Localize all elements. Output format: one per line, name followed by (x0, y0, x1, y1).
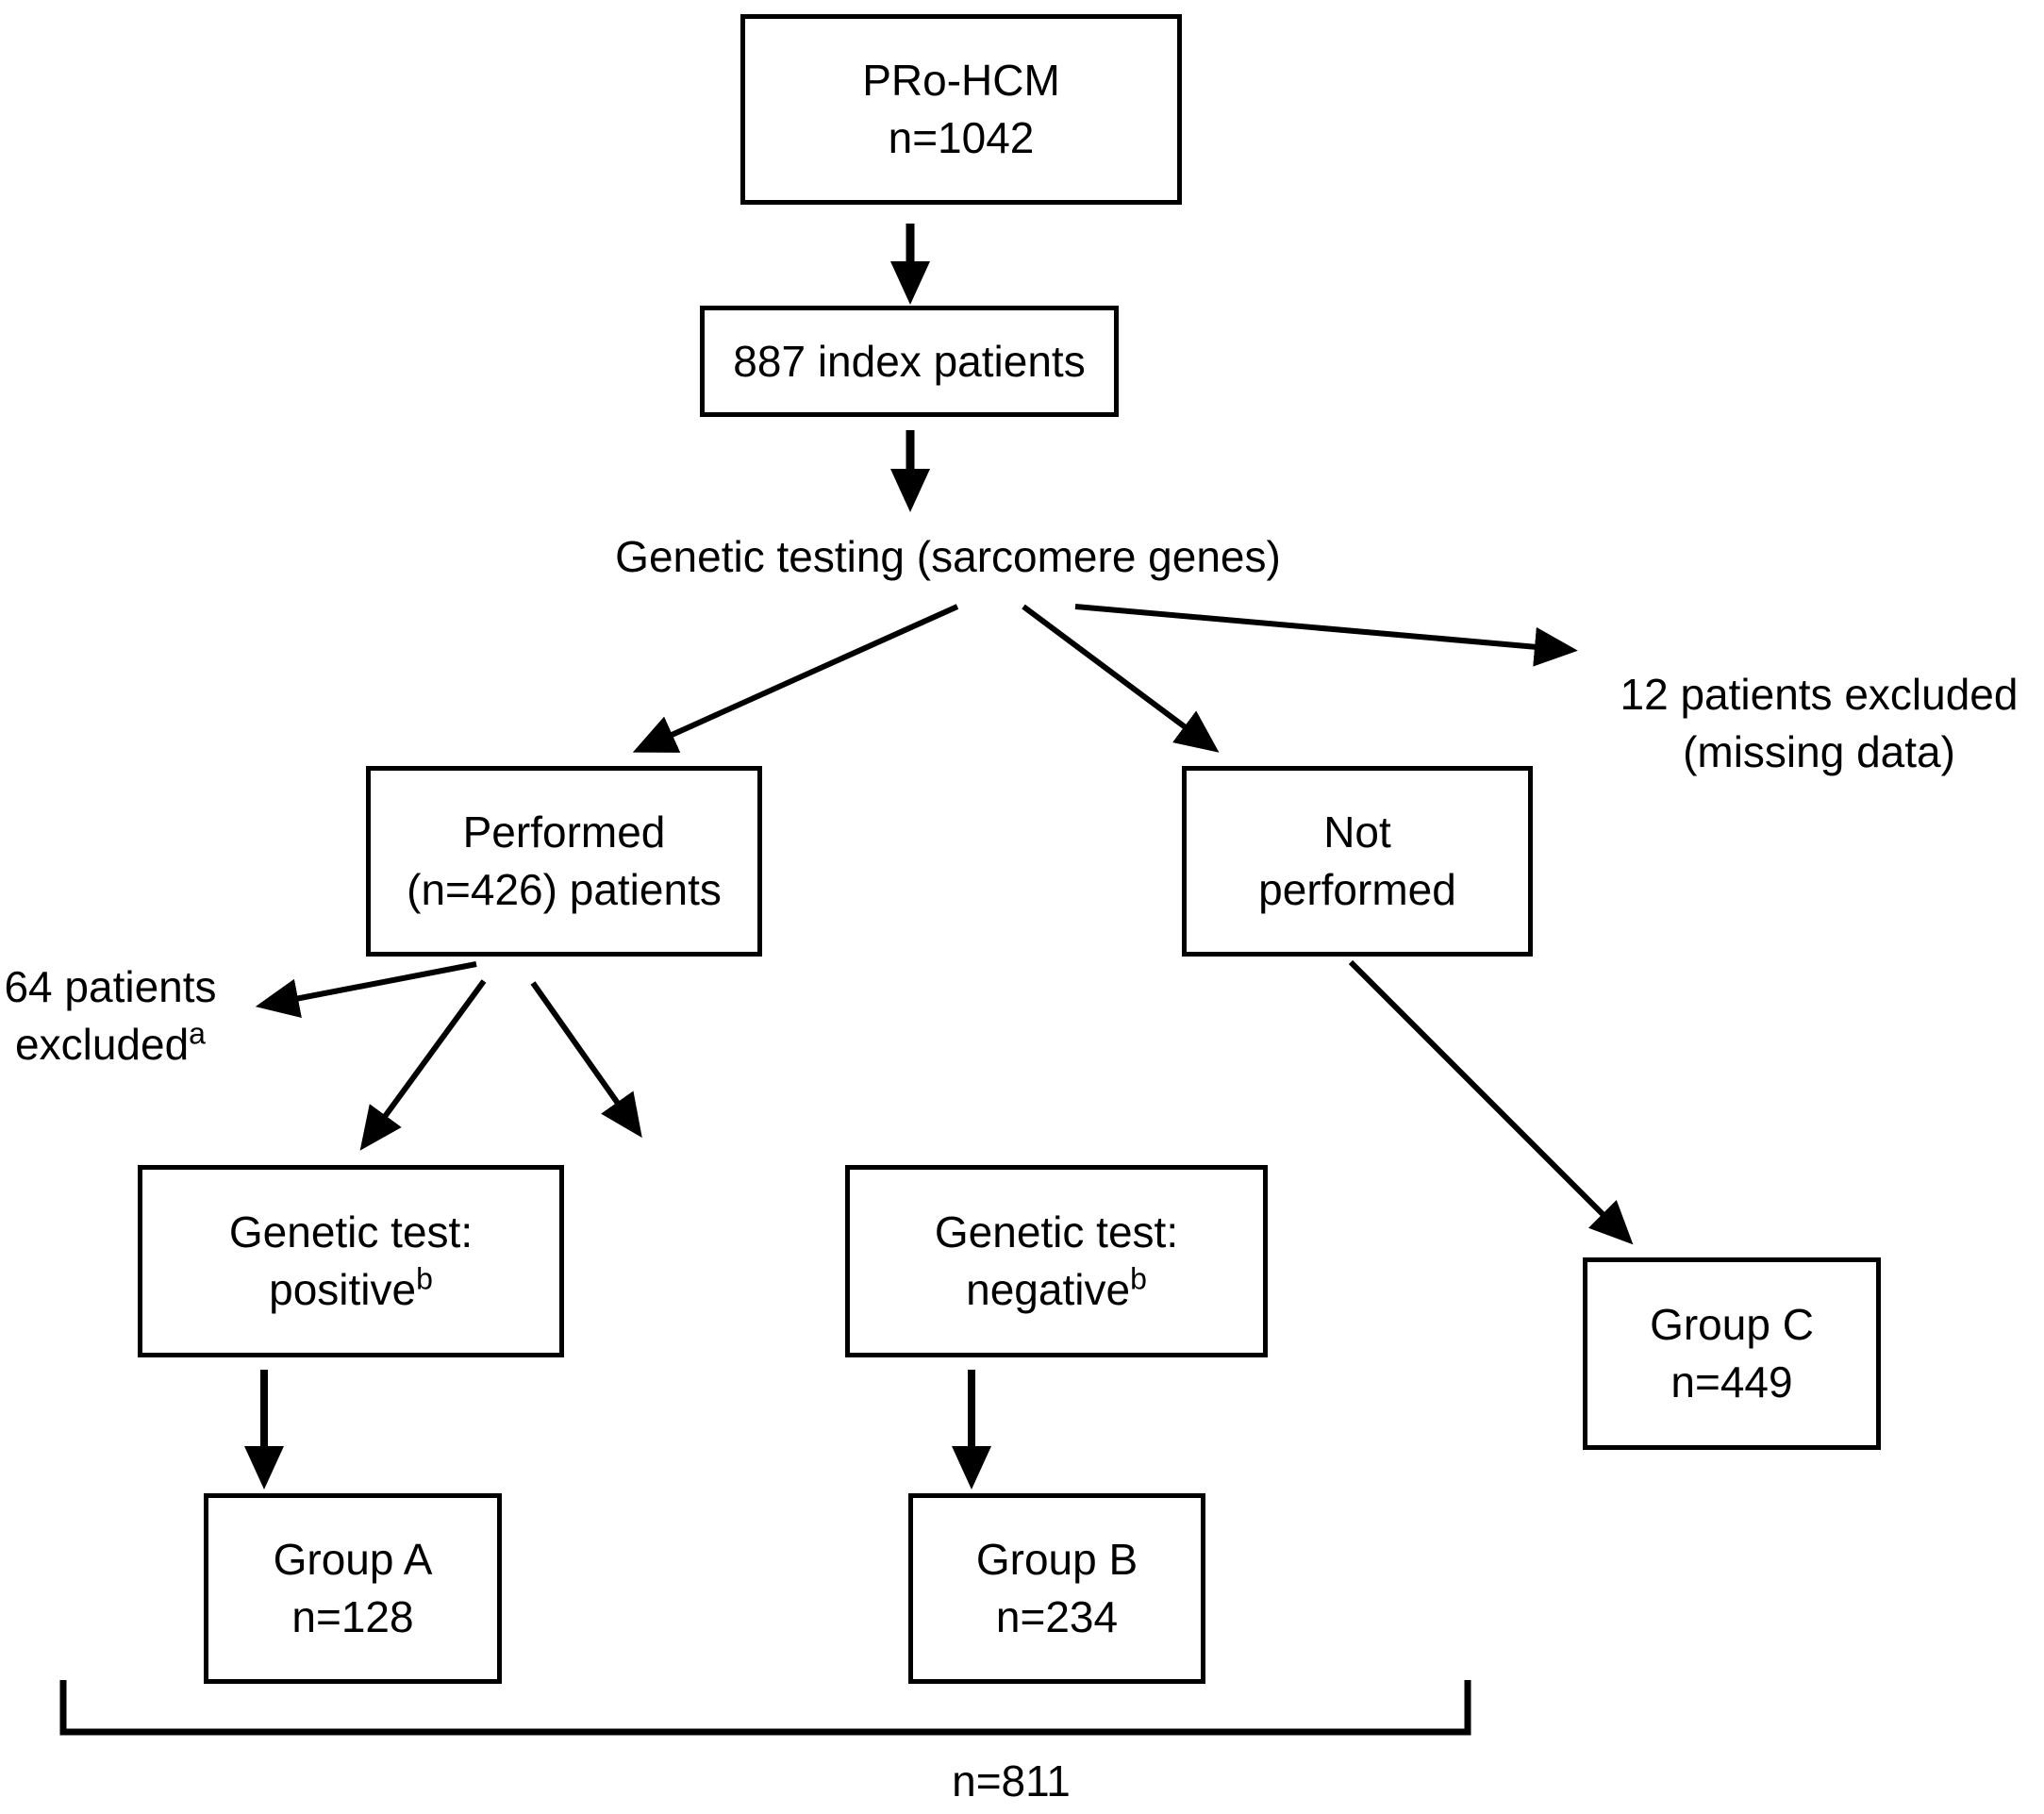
arrow-genetic-testing-to-notperformed (1022, 604, 1220, 753)
node-not-performed: Not performed (1182, 766, 1533, 957)
arrow-performed-to-positive (359, 979, 487, 1151)
node-index-patients-line1: 887 index patients (733, 336, 1086, 386)
node-test-negative-line1: Genetic test: (934, 1207, 1179, 1257)
node-group-c: Group C n=449 (1583, 1257, 1881, 1450)
node-performed: Performed (n=426) patients (366, 766, 762, 957)
node-test-positive-line2: positiveb (269, 1261, 433, 1314)
label-genetic-testing: Genetic testing (sarcomere genes) (615, 532, 1281, 581)
label-excluded-missing-data: 12 patients excluded (missing data) (1594, 666, 2044, 780)
node-prohcm-line1: PRo-HCM (862, 56, 1060, 106)
arrow-performed-to-excluded64 (255, 961, 477, 1019)
node-not-performed-line1: Not (1323, 807, 1391, 857)
label-excluded-64-line1: 64 patients (4, 962, 217, 1011)
footnote-marker-a: a (189, 1016, 206, 1051)
label-excluded-missing-line1: 12 patients excluded (1620, 670, 2019, 719)
node-test-negative-line2: negativeb (966, 1261, 1147, 1314)
node-group-c-line1: Group C (1650, 1300, 1814, 1350)
node-group-b: Group B n=234 (908, 1493, 1205, 1684)
node-group-b-line1: Group B (975, 1535, 1138, 1585)
arrow-notperformed-to-groupc (1348, 959, 1634, 1245)
arrow-genetic-testing-to-performed (632, 604, 959, 753)
node-group-a: Group A n=128 (204, 1493, 502, 1684)
total-bracket (59, 1680, 1471, 1736)
node-group-c-line2: n=449 (1670, 1357, 1793, 1406)
footnote-marker-b: b (1130, 1261, 1147, 1296)
label-excluded-64-line2: excludeda (15, 1016, 206, 1069)
node-not-performed-line2: performed (1258, 865, 1456, 914)
footnote-marker-b: b (416, 1261, 433, 1296)
node-group-b-line2: n=234 (995, 1592, 1119, 1641)
arrow-performed-to-negative (530, 981, 642, 1139)
arrow-genetic-testing-to-excluded12 (1074, 604, 1578, 667)
label-excluded-missing-line2: (missing data) (1683, 726, 1955, 776)
node-test-positive: Genetic test: positiveb (138, 1165, 564, 1357)
node-prohcm: PRo-HCM n=1042 (740, 14, 1182, 205)
node-prohcm-line2: n=1042 (888, 113, 1035, 162)
node-index-patients: 887 index patients (700, 306, 1119, 417)
node-group-a-line2: n=128 (291, 1592, 414, 1641)
node-group-a-line1: Group A (273, 1535, 433, 1585)
node-test-positive-line1: Genetic test: (228, 1207, 474, 1257)
node-performed-line2: (n=426) patients (407, 865, 722, 914)
label-excluded-64: 64 patients excludeda (0, 958, 226, 1073)
label-total-n811: n=811 (952, 1756, 1071, 1806)
node-test-negative: Genetic test: negativeb (845, 1165, 1268, 1357)
node-performed-line1: Performed (462, 807, 666, 857)
